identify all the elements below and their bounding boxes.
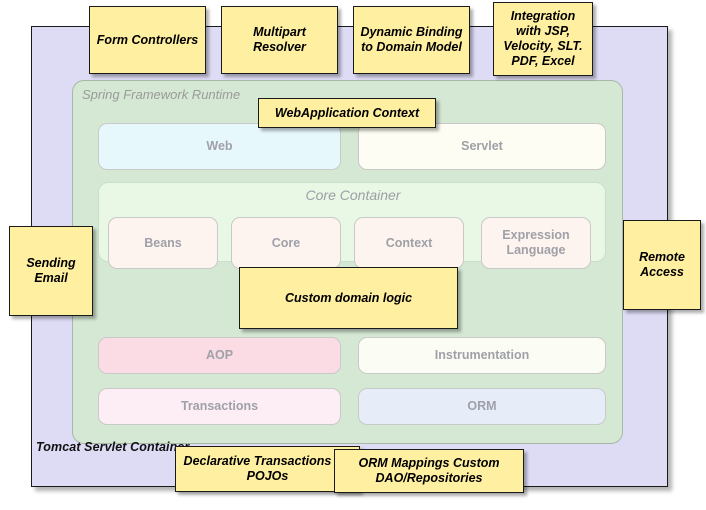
module-servlet-label: Servlet: [461, 139, 503, 154]
module-core[interactable]: Core: [231, 217, 341, 269]
module-beans[interactable]: Beans: [108, 217, 218, 269]
module-servlet[interactable]: Servlet: [358, 123, 606, 170]
module-expression-language-label: Expression Language: [502, 228, 570, 257]
callout-multipart-resolver[interactable]: Multipart Resolver: [221, 6, 338, 74]
callout-orm-mappings[interactable]: ORM Mappings Custom DAO/Repositories: [334, 449, 524, 493]
callout-custom-domain-logic-label: Custom domain logic: [284, 290, 413, 305]
module-transactions[interactable]: Transactions: [98, 388, 341, 425]
module-web[interactable]: Web: [98, 123, 341, 170]
core-container-label: Core Container: [305, 187, 401, 203]
module-core-label: Core: [271, 235, 301, 250]
module-orm[interactable]: ORM: [358, 388, 606, 425]
callout-form-controllers[interactable]: Form Controllers: [89, 6, 206, 74]
module-instrumentation-label: Instrumentation: [434, 348, 530, 363]
module-orm-label: ORM: [467, 399, 497, 414]
module-context[interactable]: Context: [354, 217, 464, 269]
callout-sending-email-label: Sending Email: [26, 256, 76, 285]
module-instrumentation[interactable]: Instrumentation: [358, 337, 606, 374]
callout-declarative-transactions[interactable]: Declarative Transactions for POJOs: [175, 446, 360, 492]
spring-framework-runtime-label: Spring Framework Runtime: [82, 87, 241, 102]
callout-declarative-transactions-label: Declarative Transactions for POJOs: [183, 454, 352, 483]
module-web-label: Web: [206, 139, 233, 154]
callout-custom-domain-logic[interactable]: Custom domain logic: [239, 267, 458, 329]
callout-dynamic-binding[interactable]: Dynamic Binding to Domain Model: [353, 6, 470, 74]
callout-webapplication-context-label: WebApplication Context: [274, 105, 420, 120]
callout-multipart-resolver-label: Multipart Resolver: [253, 25, 306, 54]
module-aop-label: AOP: [205, 348, 234, 363]
module-context-label: Context: [385, 235, 433, 250]
module-aop[interactable]: AOP: [98, 337, 341, 374]
callout-remote-access-label: Remote Access: [639, 250, 685, 279]
callout-integration-label: Integration with JSP, Velocity, SLT. PDF…: [503, 9, 583, 68]
callout-integration[interactable]: Integration with JSP, Velocity, SLT. PDF…: [493, 2, 593, 76]
callout-orm-mappings-label: ORM Mappings Custom DAO/Repositories: [358, 456, 500, 485]
callout-webapplication-context[interactable]: WebApplication Context: [258, 98, 436, 128]
module-expression-language[interactable]: Expression Language: [481, 217, 591, 269]
module-beans-label: Beans: [144, 235, 182, 250]
callout-sending-email[interactable]: Sending Email: [9, 226, 93, 316]
tomcat-servlet-container-label: Tomcat Servlet Container: [36, 440, 190, 454]
callout-form-controllers-label: Form Controllers: [96, 32, 199, 47]
callout-dynamic-binding-label: Dynamic Binding to Domain Model: [360, 25, 463, 54]
module-transactions-label: Transactions: [180, 399, 259, 414]
callout-remote-access[interactable]: Remote Access: [623, 220, 701, 310]
